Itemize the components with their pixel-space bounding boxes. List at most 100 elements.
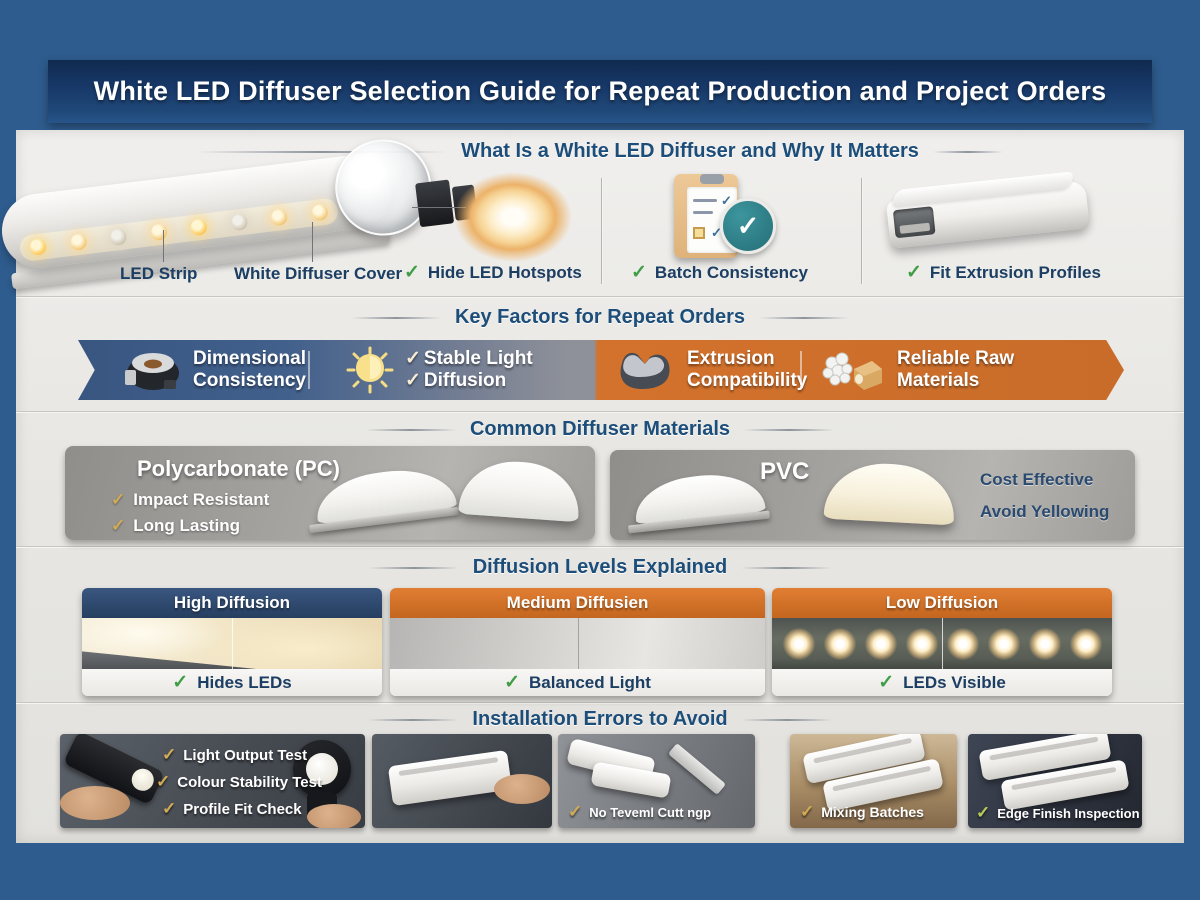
check-icon: ✓ [156,772,171,791]
check-icon: ✓ [405,370,421,391]
factor-stable-light-diffusion: ✓Stable Light ✓Diffusion [346,340,533,400]
benefit-fit-profiles: ✓ Fit Extrusion Profiles [906,261,1101,284]
title-rule [365,428,456,431]
check-icon: ✓ [172,672,189,693]
extrusion-profile-illustration [884,163,1102,268]
section-title-key-factors: Key Factors for Repeat Orders [16,306,1184,329]
section-title-text: Key Factors for Repeat Orders [454,306,746,328]
end-clip [415,179,455,228]
page-title: White LED Diffuser Selection Guide for R… [93,76,1107,106]
check-icon: ✓ [800,802,815,821]
pointer-line [163,230,164,262]
material-name: PVC [760,458,810,485]
content-panel: What Is a White LED Diffuser and Why It … [0,130,1184,843]
diffusion-card-header: Low Diffusion [772,588,1112,618]
title-rule [368,718,459,721]
material-point: Avoid Yellowing [980,502,1110,521]
check-icon: ✓ [878,672,895,693]
title-rule [759,316,850,319]
pointer-line [412,207,466,208]
hand [307,804,361,828]
section-title-what-is: What Is a White LED Diffuser and Why It … [16,140,1184,163]
diffusion-sample-high [82,618,382,669]
title-rule [741,566,832,569]
profile-image [387,749,513,807]
title-rule [932,150,1003,153]
photo-caption: ✓ Mixing Batches [800,802,924,821]
section-divider [16,702,1184,703]
bulb-icon [346,346,394,394]
diffusion-card-footer: ✓ Hides LEDs [82,669,382,696]
section-title-diffusion: Diffusion Levels Explained [16,556,1184,579]
caliper-tool-icon [667,743,727,795]
check-icon: ✓ [404,262,420,283]
led-hotspot-glow [454,172,572,262]
check-icon: ✓ [111,516,126,535]
photo-strip-insertion [372,734,552,828]
diffusion-card-low: Low Diffusion ✓ LEDs Visible [772,588,1112,696]
diffusion-card-header: Medium Diffusien [390,588,765,618]
factor-label: Dimensional Consistency [193,348,306,391]
hand [60,786,130,820]
diffusion-card-footer: ✓ LEDs Visible [772,669,1112,696]
test-item: ✓ Colour Stability Test [156,772,322,791]
vertical-divider [861,178,862,284]
material-point: Cost Effective [980,470,1094,489]
section-divider [16,296,1184,297]
extrusion-die-icon [620,352,670,389]
caliper-icon [125,353,179,390]
diffusion-card-high: High Diffusion ✓ Hides LEDs [82,588,382,696]
photo-caption: ✓ No Teveml Cutt ngp [568,802,712,821]
check-badge-icon: ✓ [720,198,776,254]
check-icon: ✓ [405,348,421,369]
material-point: ✓ Long Lasting [111,516,240,535]
diffuser-cover-label: White Diffuser Cover [234,264,403,283]
photo-quality-tests: ✓ Light Output Test ✓ Colour Stability T… [60,734,365,828]
photo-mixing-batches: ✓ Mixing Batches [790,734,957,828]
section-divider [16,546,1184,547]
section-title-text: What Is a White LED Diffuser and Why It … [461,140,919,162]
material-card-polycarbonate: Polycarbonate (PC) ✓ Impact Resistant ✓ … [65,446,595,540]
benefit-batch-consistency: ✓ Batch Consistency [631,261,808,284]
title-rule [368,566,459,569]
factor-label: Reliable Raw Materials [897,348,1015,391]
photo-caption: ✓ Edge Finish Inspection [976,803,1140,822]
diffuser-profile-image [823,460,957,526]
section-title-text: Installation Errors to Avoid [472,708,728,730]
diffuser-profile-image [458,457,582,523]
material-name: Polycarbonate (PC) [137,456,340,481]
photo-edge-inspection: ✓ Edge Finish Inspection [968,734,1142,828]
check-icon: ✓ [504,672,521,693]
pointer-line [312,222,313,262]
benefit-hide-hotspots: ✓ Hide LED Hotspots [404,261,582,284]
cut-piece-image [590,761,672,799]
section-title-text: Diffusion Levels Explained [472,556,728,578]
check-icon: ✓ [162,799,177,818]
diffusion-card-medium: Medium Diffusien ✓ Balanced Light [390,588,765,696]
section-divider [16,411,1184,412]
check-icon: ✓ [162,745,177,764]
hand [494,774,550,804]
title-rule [741,718,832,721]
test-item: ✓ Light Output Test [162,745,308,764]
factor-label: Extrusion Compatibility [687,348,808,391]
material-point: ✓ Impact Resistant [111,490,270,509]
ribbon-divider [800,351,802,389]
title-rule [197,150,448,153]
check-icon: ✓ [568,802,583,821]
section-title-materials: Common Diffuser Materials [16,418,1184,441]
factor-label: ✓Stable Light ✓Diffusion [405,348,533,391]
title-rule [350,316,441,319]
check-icon: ✓ [111,490,126,509]
section-title-text: Common Diffuser Materials [469,418,731,440]
vertical-divider [601,178,602,284]
benefit-label: Hide LED Hotspots [427,262,582,282]
factor-dimensional-consistency: Dimensional Consistency [124,340,306,400]
check-icon: ✓ [976,803,991,822]
check-icon: ✓ [906,262,922,283]
ribbon-divider [308,351,310,389]
clipboard-icon: ✓✓✓ ✓ [668,168,776,264]
check-icon: ✓ [736,210,760,241]
diffusion-sample-medium [390,618,765,669]
